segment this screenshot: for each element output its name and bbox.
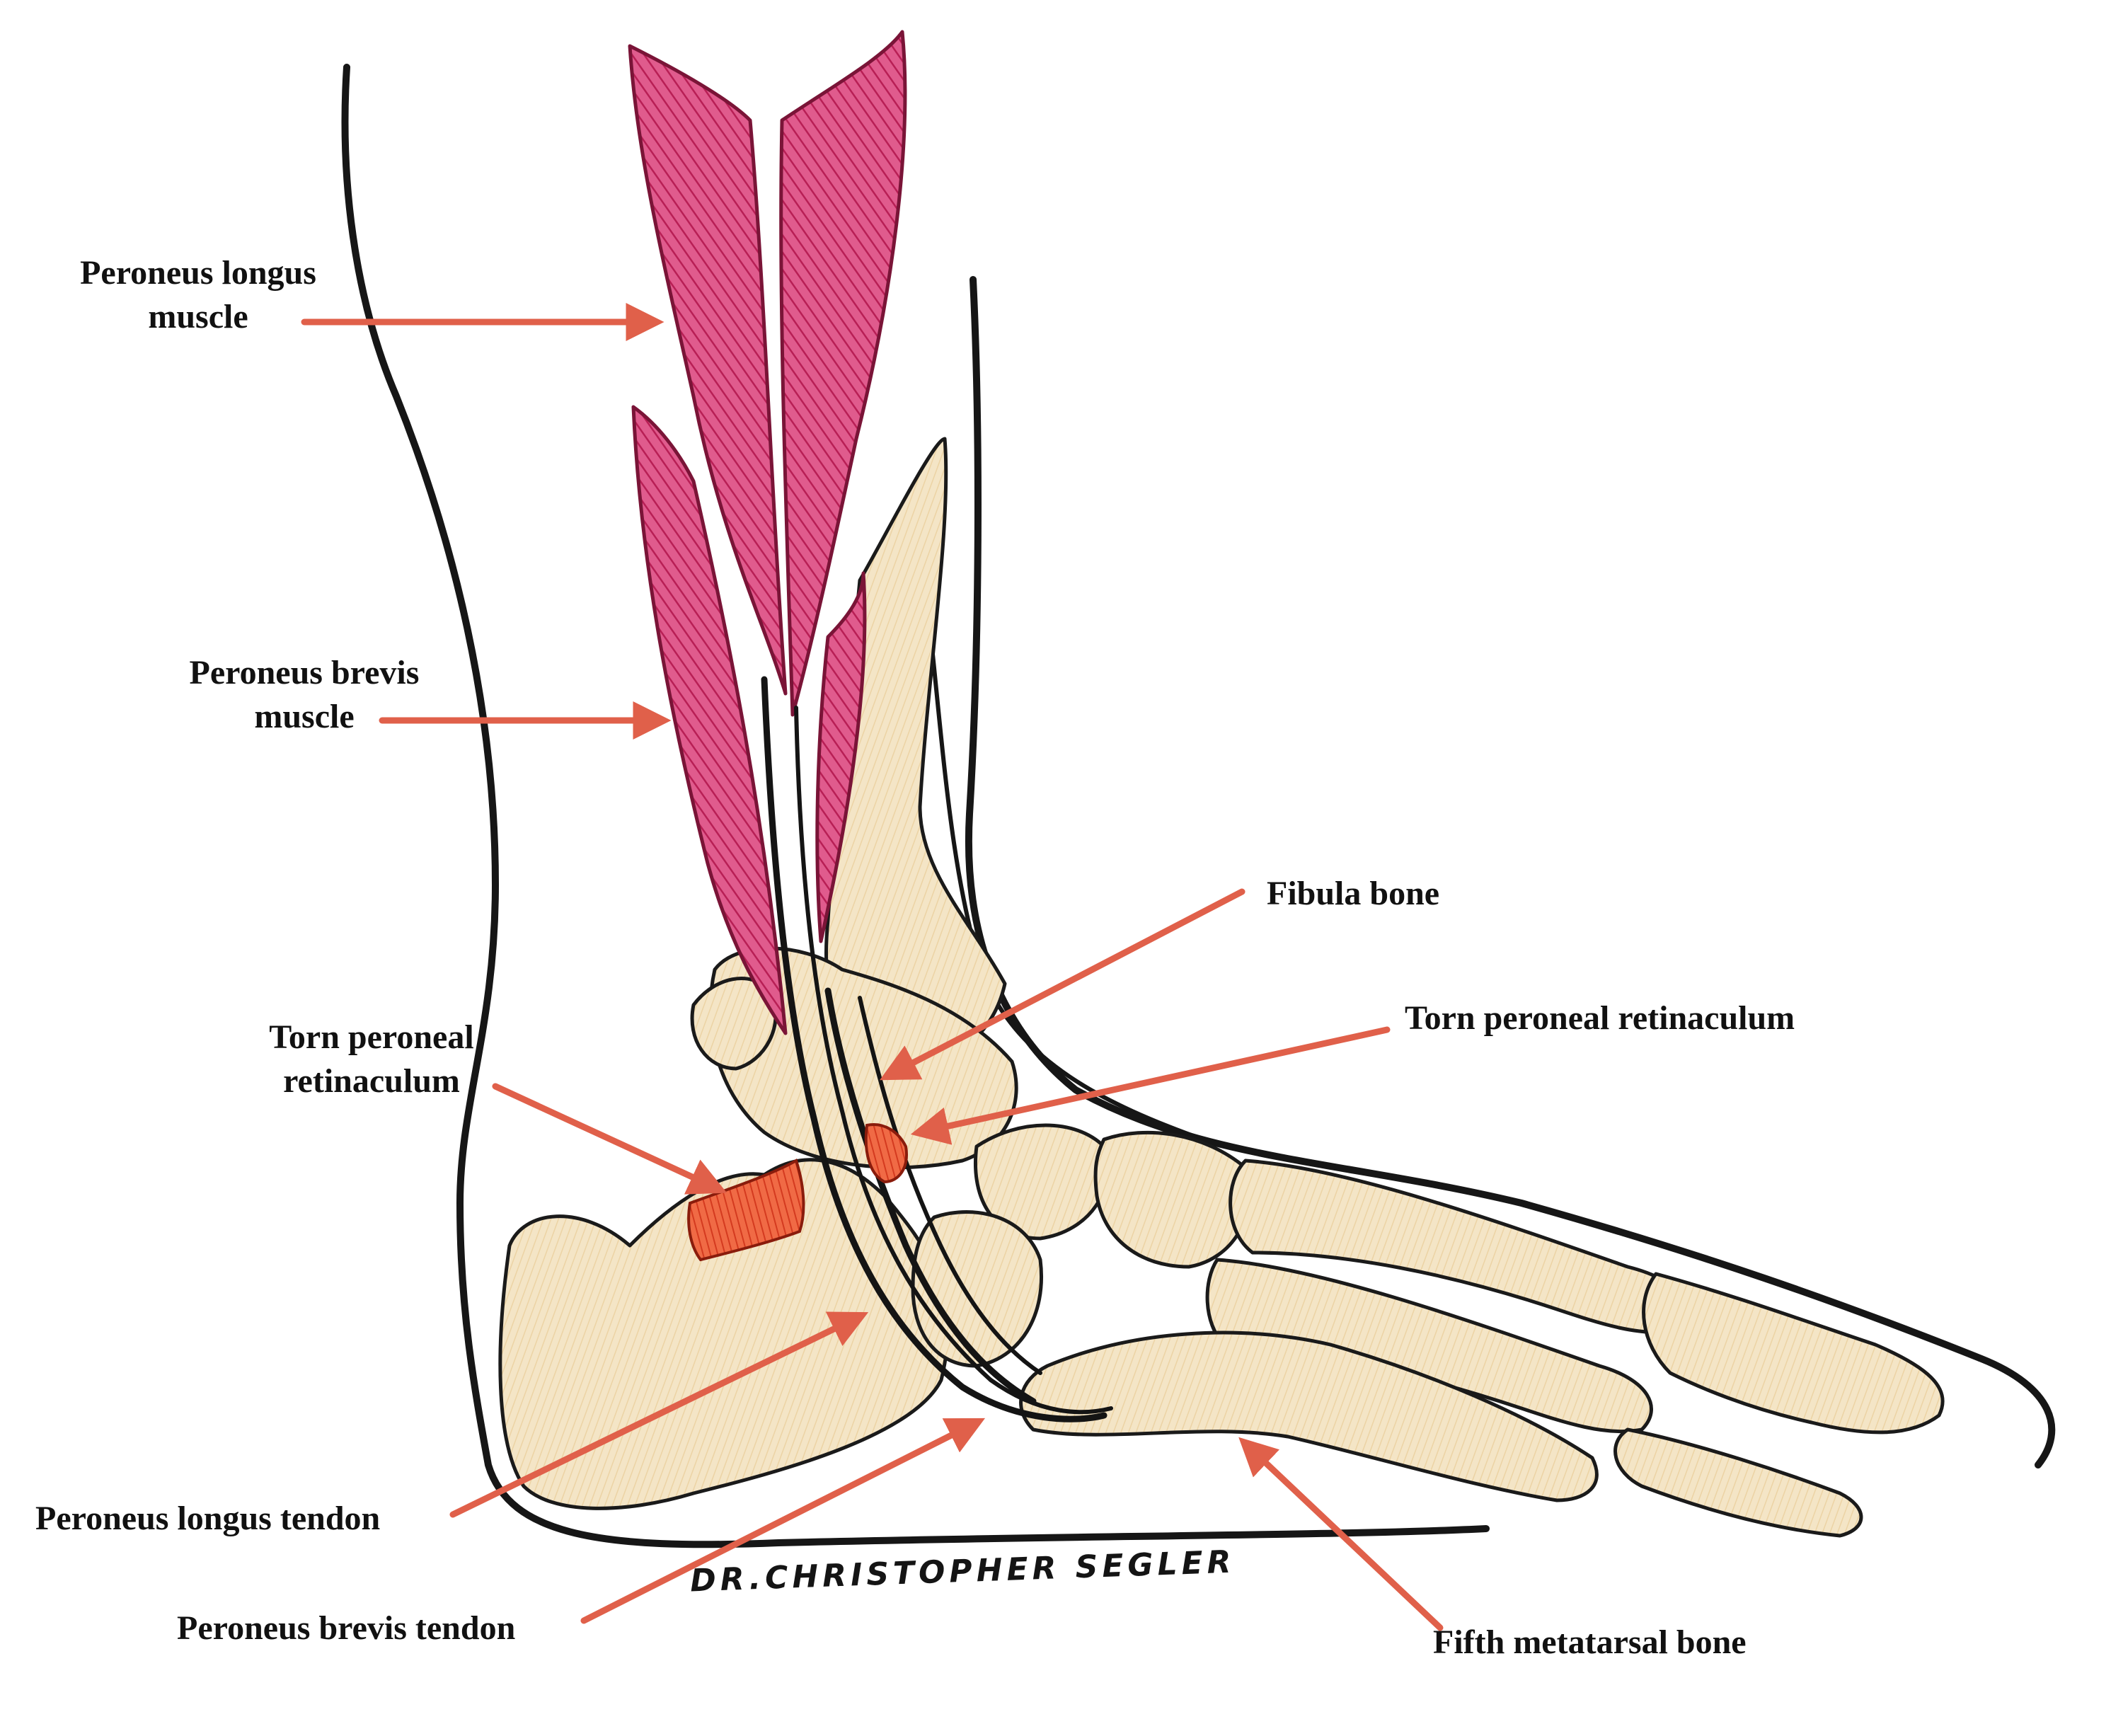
label-line: Peroneus brevis tendon (177, 1609, 516, 1647)
label-line: Torn peroneal retinaculum (1405, 999, 1795, 1037)
back-of-leg-outline (341, 64, 1490, 1548)
label-peroneus-brevis-tendon: Peroneus brevis tendon (177, 1606, 515, 1650)
label-fifth-metatarsal-bone: Fifth metatarsal bone (1433, 1621, 1747, 1665)
peroneus-longus-muscle-front (779, 30, 907, 717)
arrow-peroneus-brevis-tendon (580, 1418, 986, 1624)
arrow-torn-retinaculum-left (492, 1083, 727, 1195)
torn-retinaculum (687, 1123, 908, 1262)
bones (498, 437, 1945, 1538)
label-line: retinaculum (283, 1062, 460, 1100)
label-peroneus-brevis-muscle: Peroneus brevis muscle (156, 651, 453, 739)
peroneus-longus-tendon (761, 676, 1107, 1422)
label-line: Peroneus brevis (189, 654, 420, 691)
peroneus-brevis-tendon (824, 987, 1037, 1405)
arrows (301, 303, 1444, 1631)
label-line: Torn peroneal (269, 1018, 474, 1056)
cuneiform-bones (1093, 1130, 1251, 1269)
fifth-metatarsal (1019, 1330, 1599, 1502)
label-peroneus-longus-muscle: Peroneus longus muscle (50, 251, 347, 339)
toe-phalanges (1642, 1272, 1945, 1435)
label-torn-retinaculum-right: Torn peroneal retinaculum (1405, 996, 1795, 1040)
arrow-fifth-metatarsal-bone (1238, 1437, 1444, 1631)
toe-phalanges-lower (1613, 1427, 1863, 1538)
arrow-torn-retinaculum-right (910, 1026, 1391, 1145)
lateral-malleolus-tip (690, 977, 778, 1071)
arrow-peroneus-longus-tendon (449, 1311, 869, 1518)
arrow-fibula-bone (880, 888, 1245, 1081)
label-fibula-bone: Fibula bone (1267, 872, 1439, 916)
peroneus-brevis-tendon-inner (858, 996, 1042, 1375)
label-line: Fifth metatarsal bone (1433, 1623, 1747, 1661)
peroneus-longus-muscle (628, 44, 788, 696)
torn-retinaculum-left-shape (687, 1159, 805, 1262)
cuboid (911, 1210, 1043, 1368)
label-line: Peroneus longus (80, 254, 316, 292)
label-line: Fibula bone (1267, 875, 1440, 912)
label-line: muscle (148, 298, 248, 335)
front-of-leg-outline (965, 276, 2056, 1468)
peroneus-brevis-muscle-front (815, 571, 867, 943)
peroneus-brevis-muscle (631, 405, 788, 1035)
metatarsal-1 (1229, 1159, 1688, 1335)
torn-retinaculum-right-shape (864, 1123, 908, 1184)
label-line: Peroneus longus tendon (35, 1500, 381, 1537)
label-peroneus-longus-tendon: Peroneus longus tendon (35, 1497, 380, 1541)
label-torn-retinaculum-left: Torn peroneal retinaculum (234, 1016, 510, 1103)
muscles (628, 30, 907, 1035)
tendons (761, 676, 1113, 1422)
label-line: muscle (254, 698, 355, 735)
